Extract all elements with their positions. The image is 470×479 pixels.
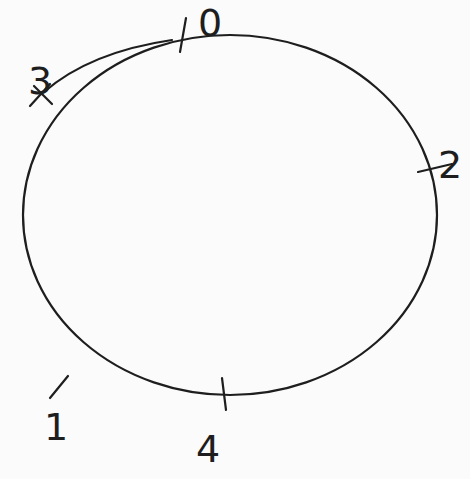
tick-mark	[50, 376, 68, 398]
callout-number: 4	[196, 430, 220, 468]
callout-number: 0	[198, 4, 222, 42]
callout-number: 2	[438, 146, 462, 184]
callout-number: 1	[44, 408, 68, 446]
circle-outline	[23, 35, 437, 395]
tick-mark	[222, 378, 226, 410]
arc-stroke	[44, 40, 172, 92]
callout-number: 3	[28, 62, 52, 100]
tick-mark	[180, 18, 186, 52]
